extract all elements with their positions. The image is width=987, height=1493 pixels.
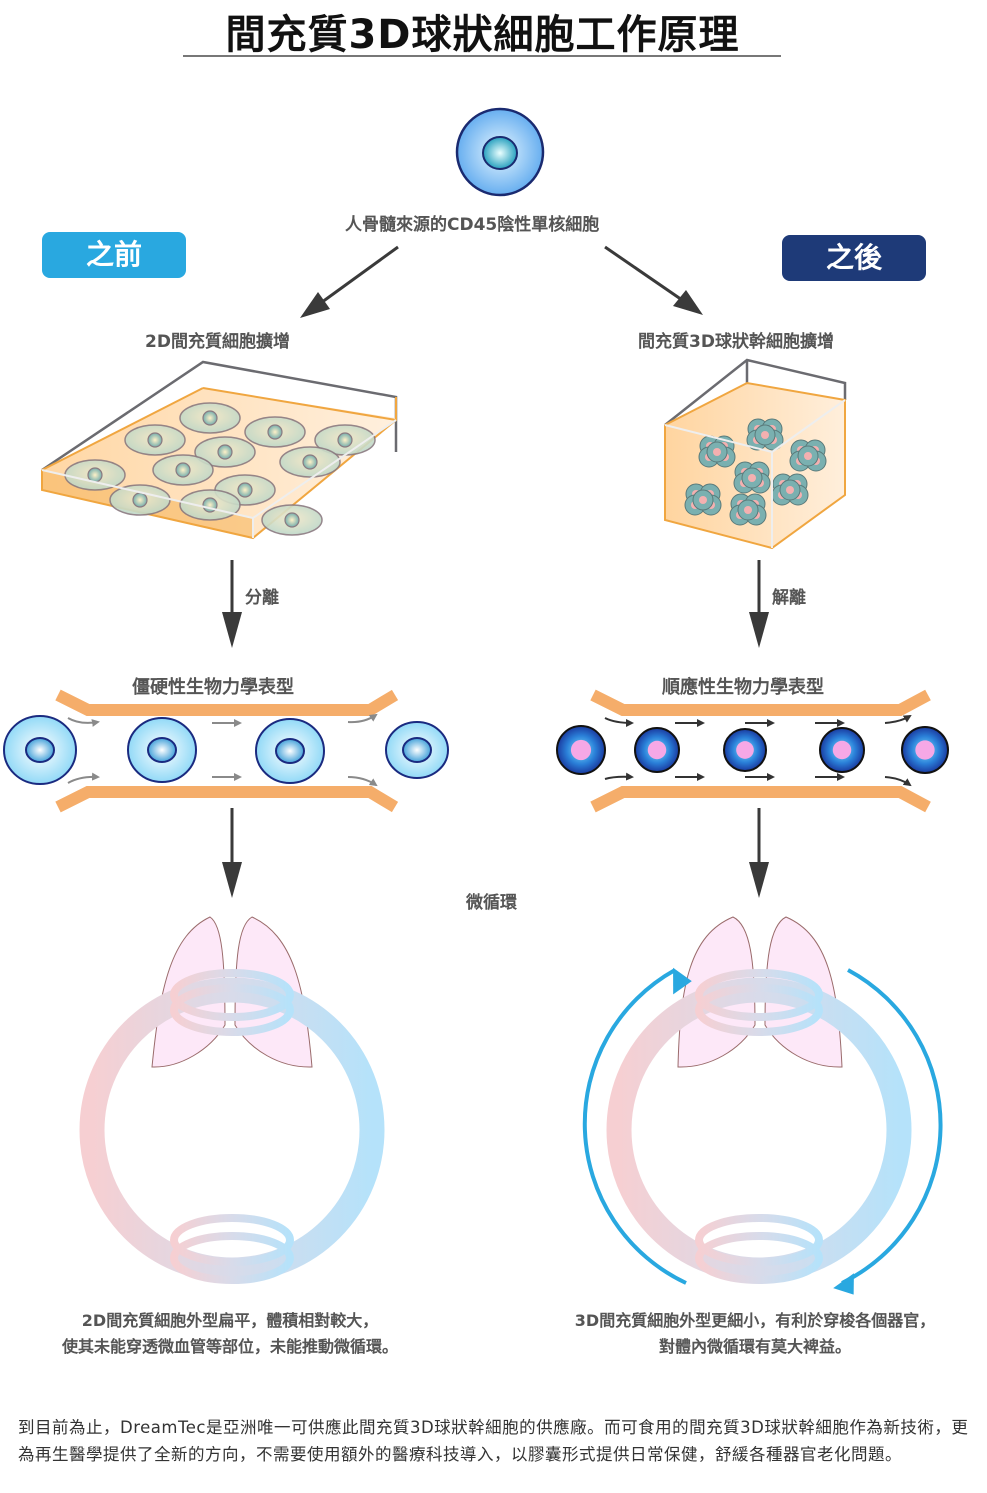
stiff-phenotype-label: 僵硬性生物力學表型 (132, 677, 294, 698)
flat-cell-icon (179, 402, 241, 434)
before-caption: 2D間充質細胞外型扁平，體積相對較大， 使其未能穿透微血管等部位，未能推動微循環… (0, 1308, 460, 1360)
compliant-cell-icon (634, 727, 680, 773)
flat-cell-icon (64, 459, 126, 491)
stiff-cell-icon (3, 715, 77, 785)
spheroid-icon (698, 435, 736, 468)
flat-cell-icon (244, 416, 306, 448)
stiff-cell-icon (127, 717, 197, 783)
flow-arrow-right-icon (841, 968, 943, 1285)
flat-cell-icon (194, 436, 256, 468)
flat-cell-icon (279, 446, 341, 478)
spheroid-icon (771, 473, 809, 506)
flat-cell-icon (261, 504, 323, 536)
description-paragraph: 到目前為止，DreamTec是亞洲唯一可供應此間充質3D球狀幹細胞的供應廠。而可… (18, 1418, 969, 1464)
stiff-cell-icon (385, 721, 449, 779)
spheroid-icon (729, 493, 767, 526)
separation-label: 分離 (245, 588, 279, 608)
vessel-stiff (3, 689, 449, 813)
source-cell-icon (455, 107, 545, 197)
compliant-phenotype-label: 順應性生物力學表型 (662, 677, 824, 698)
stiff-cell-icon (255, 718, 325, 784)
arrow-down-left-circ (222, 808, 242, 898)
after-caption-line1: 3D間充質細胞外型更細小，有利於穿梭各個器官， (574, 1311, 936, 1330)
flow-arrow-left-icon (582, 968, 687, 1285)
dissociation-label: 解離 (772, 588, 806, 608)
2d-culture-label: 2D間充質細胞擴增 (145, 332, 290, 352)
flat-cell-icon (109, 484, 171, 516)
flat-cell-icon (179, 489, 241, 521)
page-title: 間充質3D球狀細胞工作原理 (225, 12, 740, 58)
title-underline (183, 55, 781, 57)
spheroid-icon (789, 439, 827, 472)
arrow-to-3d (604, 245, 703, 315)
compliant-cell-icon (901, 726, 949, 774)
before-caption-line1: 2D間充質細胞外型扁平，體積相對較大， (81, 1311, 379, 1330)
spheroid-icon (684, 483, 722, 516)
vessel-compliant (556, 689, 949, 813)
badge-after: 之後 (782, 235, 926, 281)
microcirculation-label: 微循環 (466, 893, 517, 913)
badge-before: 之前 (42, 232, 186, 278)
compliant-cell-icon (819, 727, 865, 773)
2d-culture-dish-icon (41, 360, 398, 540)
flat-cell-icon (124, 424, 186, 456)
after-caption: 3D間充質細胞外型更細小，有利於穿梭各個器官， 對體內微循環有莫大裨益。 (525, 1308, 985, 1360)
arrow-to-2d (300, 245, 399, 318)
compliant-cell-icon (723, 728, 767, 772)
before-caption-line2: 使其未能穿透微血管等部位，未能推動微循環。 (61, 1337, 398, 1356)
3d-culture-label: 間充質3D球狀幹細胞擴增 (638, 332, 834, 352)
spheroid-icon (733, 461, 771, 494)
source-cell-label: 人骨髓來源的CD45陰性單核細胞 (345, 215, 600, 235)
3d-culture-box-icon (664, 358, 847, 550)
compliant-cell-icon (556, 725, 606, 775)
spheroid-icon (746, 418, 784, 451)
flat-cell-icon (314, 424, 376, 456)
arrow-down-dissociation (749, 560, 769, 648)
arrow-down-separation (222, 560, 242, 648)
circulation-loop-after (582, 916, 943, 1295)
flat-cell-icon (152, 454, 214, 486)
circulation-loop-before (79, 916, 385, 1284)
after-caption-line2: 對體內微循環有莫大裨益。 (658, 1337, 851, 1356)
arrow-down-right-circ (749, 808, 769, 898)
